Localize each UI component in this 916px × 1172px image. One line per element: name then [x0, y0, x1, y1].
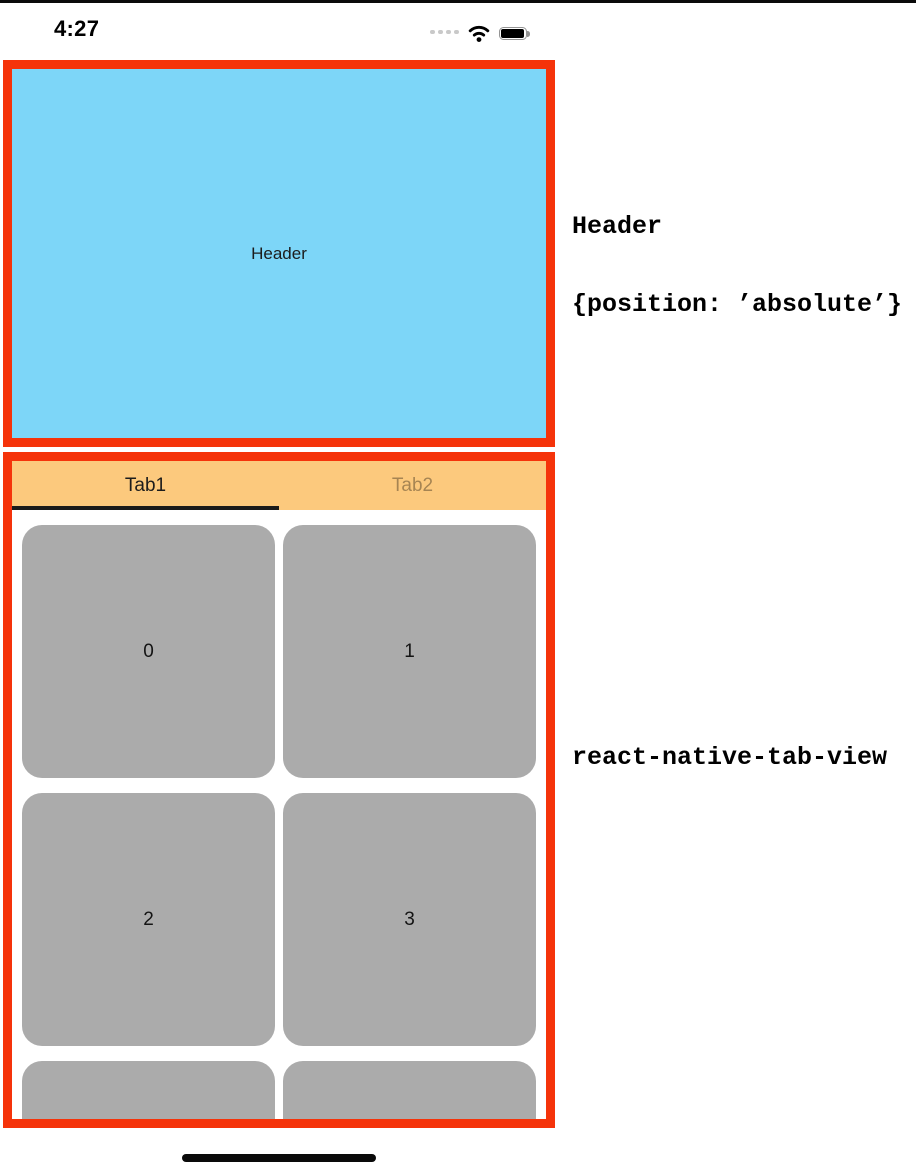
header-panel: Header: [3, 60, 555, 447]
tab-tab1-label: Tab1: [124, 474, 167, 496]
grid-tile-4: [22, 1061, 275, 1119]
grid-tile-3-label: 3: [404, 908, 415, 930]
grid-tile-5: [283, 1061, 536, 1119]
status-icons: [430, 24, 530, 43]
tile-grid[interactable]: 0 1 2 3: [12, 510, 546, 1119]
annotation-position-style: {position: ’absolute’}: [572, 290, 903, 319]
cellular-signal-icon: [430, 29, 459, 38]
active-tab-indicator: [12, 506, 279, 510]
tab-tab2-label: Tab2: [391, 474, 434, 496]
tab-bar: Tab1 Tab2: [12, 461, 546, 510]
grid-tile-2-label: 2: [143, 908, 154, 930]
annotation-library-name: react-native-tab-view: [572, 743, 888, 772]
annotation-header-title: Header: [572, 212, 663, 241]
header-label: Header: [251, 243, 307, 263]
home-indicator[interactable]: [182, 1154, 376, 1162]
grid-tile-3: 3: [283, 793, 536, 1046]
grid-tile-2: 2: [22, 793, 275, 1046]
grid-tile-0-label: 0: [143, 640, 154, 662]
tab-view-panel: Tab1 Tab2 0 1 2 3: [3, 452, 555, 1128]
tab-tab1[interactable]: Tab1: [12, 461, 279, 510]
tab-tab2[interactable]: Tab2: [279, 461, 546, 510]
grid-tile-1: 1: [283, 525, 536, 778]
battery-nub: [527, 30, 530, 37]
window-top-border: [0, 0, 916, 3]
battery-fill: [501, 29, 524, 38]
battery-icon: [498, 26, 530, 41]
wifi-icon: [468, 25, 489, 42]
grid-tile-1-label: 1: [404, 640, 415, 662]
grid-tile-0: 0: [22, 525, 275, 778]
status-time: 4:27: [54, 16, 100, 41]
